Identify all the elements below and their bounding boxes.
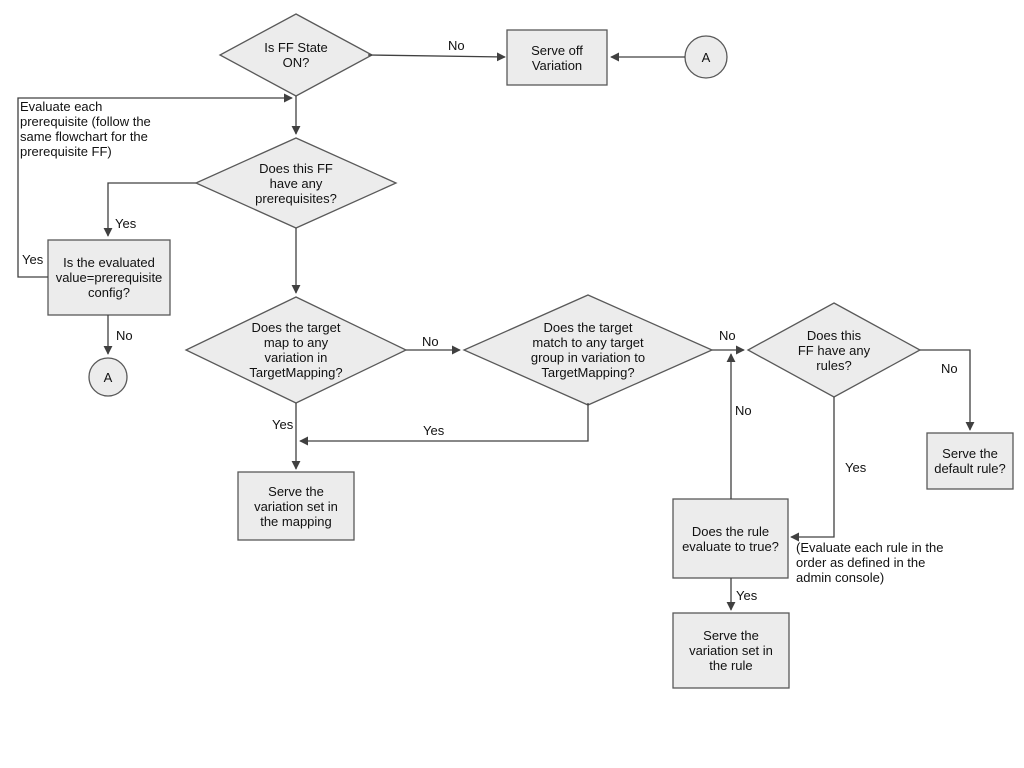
edge-label-targetgroup-no: No bbox=[719, 328, 736, 343]
process-serve-rule bbox=[672, 612, 790, 689]
edge-label-prereq-yes: Yes bbox=[115, 216, 137, 231]
edge-label-ffstate-no: No bbox=[448, 38, 465, 53]
edge-label-rules-yes: Yes bbox=[845, 460, 867, 475]
edge-ffstate-no-to-serveoff bbox=[367, 52, 506, 62]
edge-label-targetgroup-yes: Yes bbox=[423, 423, 445, 438]
process-serve-off-variation-label: Serve off Variation bbox=[531, 42, 583, 73]
process-prereq-eval-label: Is the evaluated value=prerequisite conf… bbox=[55, 255, 163, 300]
edge-prerequisites-yes-to-prereqeval bbox=[103, 182, 196, 237]
edge-label-prereq-loop-yes: Yes bbox=[22, 252, 44, 267]
connector-a-left bbox=[88, 357, 128, 397]
edge-label-prereqeval-no: No bbox=[116, 328, 133, 343]
decision-ff-state-label: Is FF State ON? bbox=[264, 40, 328, 70]
connector-a-left-label: A bbox=[103, 369, 113, 385]
edge-prereqeval-yes-loop bbox=[17, 93, 293, 278]
process-serve-rule-label: Serve the variation set in the rule bbox=[689, 628, 773, 673]
process-serve-default-rule bbox=[926, 432, 1014, 490]
edge-label-ruleeval-yes: Yes bbox=[736, 588, 758, 603]
process-serve-off-variation bbox=[506, 29, 608, 86]
decision-rules-label: Does this FF have any rules? bbox=[797, 327, 871, 373]
prereq-note-label: Evaluate each prerequisite (follow the s… bbox=[20, 99, 151, 159]
process-serve-default-rule-label: Serve the default rule? bbox=[934, 446, 1006, 476]
process-rule-eval-label: Does the rule evaluate to true? bbox=[682, 523, 779, 554]
decision-prerequisites-label: Does this FF have any prerequisites? bbox=[255, 160, 337, 206]
edge-label-ruleeval-loop-no: No bbox=[735, 403, 752, 418]
edge-rules-no-to-defaultrule bbox=[920, 349, 975, 431]
process-serve-mapping-label: Serve the variation set in the mapping bbox=[254, 483, 338, 529]
edge-targetgroup-yes-merge bbox=[299, 403, 589, 446]
edge-label-targetmap-no: No bbox=[422, 334, 439, 349]
decision-target-map-label: Does the target map to any variation in … bbox=[249, 320, 343, 380]
process-prereq-eval bbox=[47, 239, 171, 316]
connector-a-top-label: A bbox=[701, 49, 711, 65]
edge-label-targetmap-yes: Yes bbox=[272, 417, 294, 432]
edge-rules-yes-to-ruleeval bbox=[790, 397, 835, 542]
edge-label-rules-no: No bbox=[941, 361, 958, 376]
decision-target-group-label: Does the target match to any target grou… bbox=[530, 320, 646, 380]
process-serve-mapping bbox=[237, 471, 355, 541]
rule-note-label: (Evaluate each rule in the order as defi… bbox=[796, 540, 944, 585]
